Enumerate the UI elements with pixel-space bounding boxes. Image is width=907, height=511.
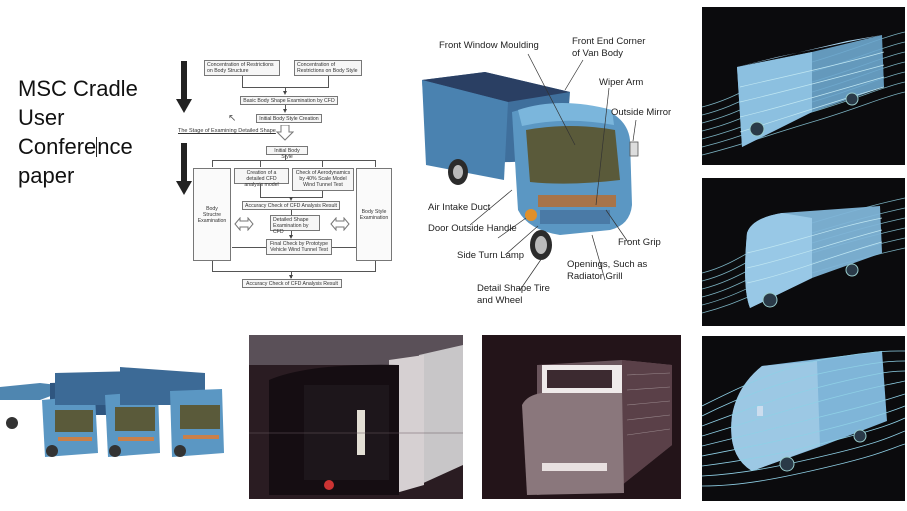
wind-tunnel-photo-2-image bbox=[522, 360, 672, 495]
wind-tunnel-photo-1 bbox=[249, 335, 463, 499]
connector bbox=[291, 231, 292, 237]
truck-models-lineup-image bbox=[0, 365, 245, 465]
connector bbox=[322, 191, 323, 197]
title-line-3a: Confere bbox=[18, 134, 97, 159]
connector bbox=[260, 160, 261, 167]
label-outside-mirror: Outside Mirror bbox=[611, 107, 672, 118]
cfd-streamline-image bbox=[702, 197, 905, 314]
box-initial-style: Initial Body Style bbox=[266, 146, 308, 160]
cfd-panel-detailed-truck bbox=[702, 336, 905, 501]
label-tire-1: Detail Shape Tire bbox=[477, 283, 550, 294]
cfd-panel-box-van bbox=[702, 7, 905, 165]
connector bbox=[212, 261, 213, 271]
slide-title: MSC Cradle User Conference paper bbox=[18, 74, 138, 190]
mouse-pointer-icon: ↖ bbox=[228, 113, 237, 124]
cfd-panel-rounded-van bbox=[702, 178, 905, 326]
arrowhead bbox=[289, 197, 293, 201]
connector bbox=[291, 271, 292, 278]
connector bbox=[212, 271, 376, 272]
label-side-turn-lamp: Side Turn Lamp bbox=[457, 250, 525, 261]
design-flowchart: Concentration of Restrictions on Body St… bbox=[170, 55, 400, 300]
connector bbox=[212, 160, 375, 161]
connector bbox=[260, 184, 261, 197]
connector bbox=[328, 76, 329, 87]
box-final-check: Final Check by Prototype Vehicle Wind Tu… bbox=[266, 239, 332, 255]
label-air-intake-duct: Air Intake Duct bbox=[428, 202, 491, 213]
label-front-end-corner-1: Front End Corner bbox=[572, 36, 646, 47]
box-accuracy-check-1: Accuracy Check of CFD Analysis Result bbox=[242, 201, 340, 210]
connector bbox=[375, 261, 376, 271]
arrowhead bbox=[283, 109, 287, 113]
box-basic-exam: Basic Body Shape Examination by CFD bbox=[240, 96, 338, 105]
cfd-streamline-image bbox=[702, 31, 905, 156]
cfd-streamline-image bbox=[702, 350, 905, 487]
box-restrictions-style: Concentration of Restrictions on Body St… bbox=[294, 60, 362, 76]
down-arrow-icon bbox=[176, 181, 192, 195]
big-arrow-2-shaft bbox=[181, 143, 187, 183]
box-detailed-shape: Detailed Shape Examination by CFD bbox=[270, 215, 320, 235]
box-accuracy-check-2: Accuracy Check of CFD Analysis Result bbox=[242, 279, 342, 288]
box-wind-tunnel-40: Check of Aerodynamics by 40% Scale Model… bbox=[292, 168, 354, 191]
text-cursor bbox=[96, 137, 98, 157]
box-initial-creation: Initial Body Style Creation bbox=[256, 114, 322, 123]
connector bbox=[212, 160, 213, 167]
label-tire-2: and Wheel bbox=[477, 295, 523, 306]
wind-tunnel-photo-2 bbox=[482, 335, 681, 499]
connector bbox=[285, 155, 286, 160]
connector bbox=[332, 247, 356, 248]
label-front-grip: Front Grip bbox=[618, 237, 661, 248]
truck-illustration bbox=[422, 53, 639, 291]
arrowhead bbox=[289, 275, 293, 279]
truck-lineup-illustration bbox=[0, 367, 224, 457]
connector bbox=[291, 210, 292, 215]
label-wiper-arm: Wiper Arm bbox=[599, 77, 644, 88]
connector bbox=[322, 160, 323, 167]
arrowhead bbox=[289, 235, 293, 239]
title-line-1: MSC Cradle bbox=[18, 76, 138, 101]
hollow-down-arrow-icon bbox=[276, 125, 294, 141]
connector bbox=[285, 105, 286, 111]
box-restrictions-structure: Concentration of Restrictions on Body St… bbox=[204, 60, 280, 76]
connector bbox=[375, 160, 376, 167]
title-line-3b: nce bbox=[97, 134, 133, 159]
stage-label: The Stage of Examining Detailed Shape bbox=[178, 128, 276, 134]
double-arrow-icon bbox=[330, 217, 350, 231]
label-openings-1: Openings, Such as bbox=[567, 259, 648, 270]
label-front-end-corner-2: of Van Body bbox=[572, 48, 624, 59]
box-body-structure-exam: Body Structre Examination bbox=[193, 168, 231, 261]
connector bbox=[232, 247, 266, 248]
truck-annotated-diagram: Front Window Moulding Front End Corner o… bbox=[400, 30, 690, 320]
title-line-2: User bbox=[18, 105, 65, 130]
title-line-4: paper bbox=[18, 163, 75, 188]
down-arrow-icon bbox=[176, 99, 192, 113]
label-door-outside-handle: Door Outside Handle bbox=[428, 223, 517, 234]
label-openings-2: Radiator Grill bbox=[567, 271, 623, 282]
box-body-style-exam: Body Style Examination bbox=[356, 168, 392, 261]
wind-tunnel-photo-1-image bbox=[249, 335, 463, 495]
box-cfd-model: Creation of a detailed CFD analysis mode… bbox=[234, 168, 289, 188]
big-arrow-1-shaft bbox=[181, 61, 187, 101]
title-line-3: Conference bbox=[18, 132, 138, 161]
arrowhead bbox=[283, 91, 287, 95]
connector bbox=[285, 87, 286, 93]
double-arrow-icon bbox=[234, 217, 254, 231]
label-front-window-moulding: Front Window Moulding bbox=[439, 40, 539, 51]
connector bbox=[242, 76, 243, 87]
